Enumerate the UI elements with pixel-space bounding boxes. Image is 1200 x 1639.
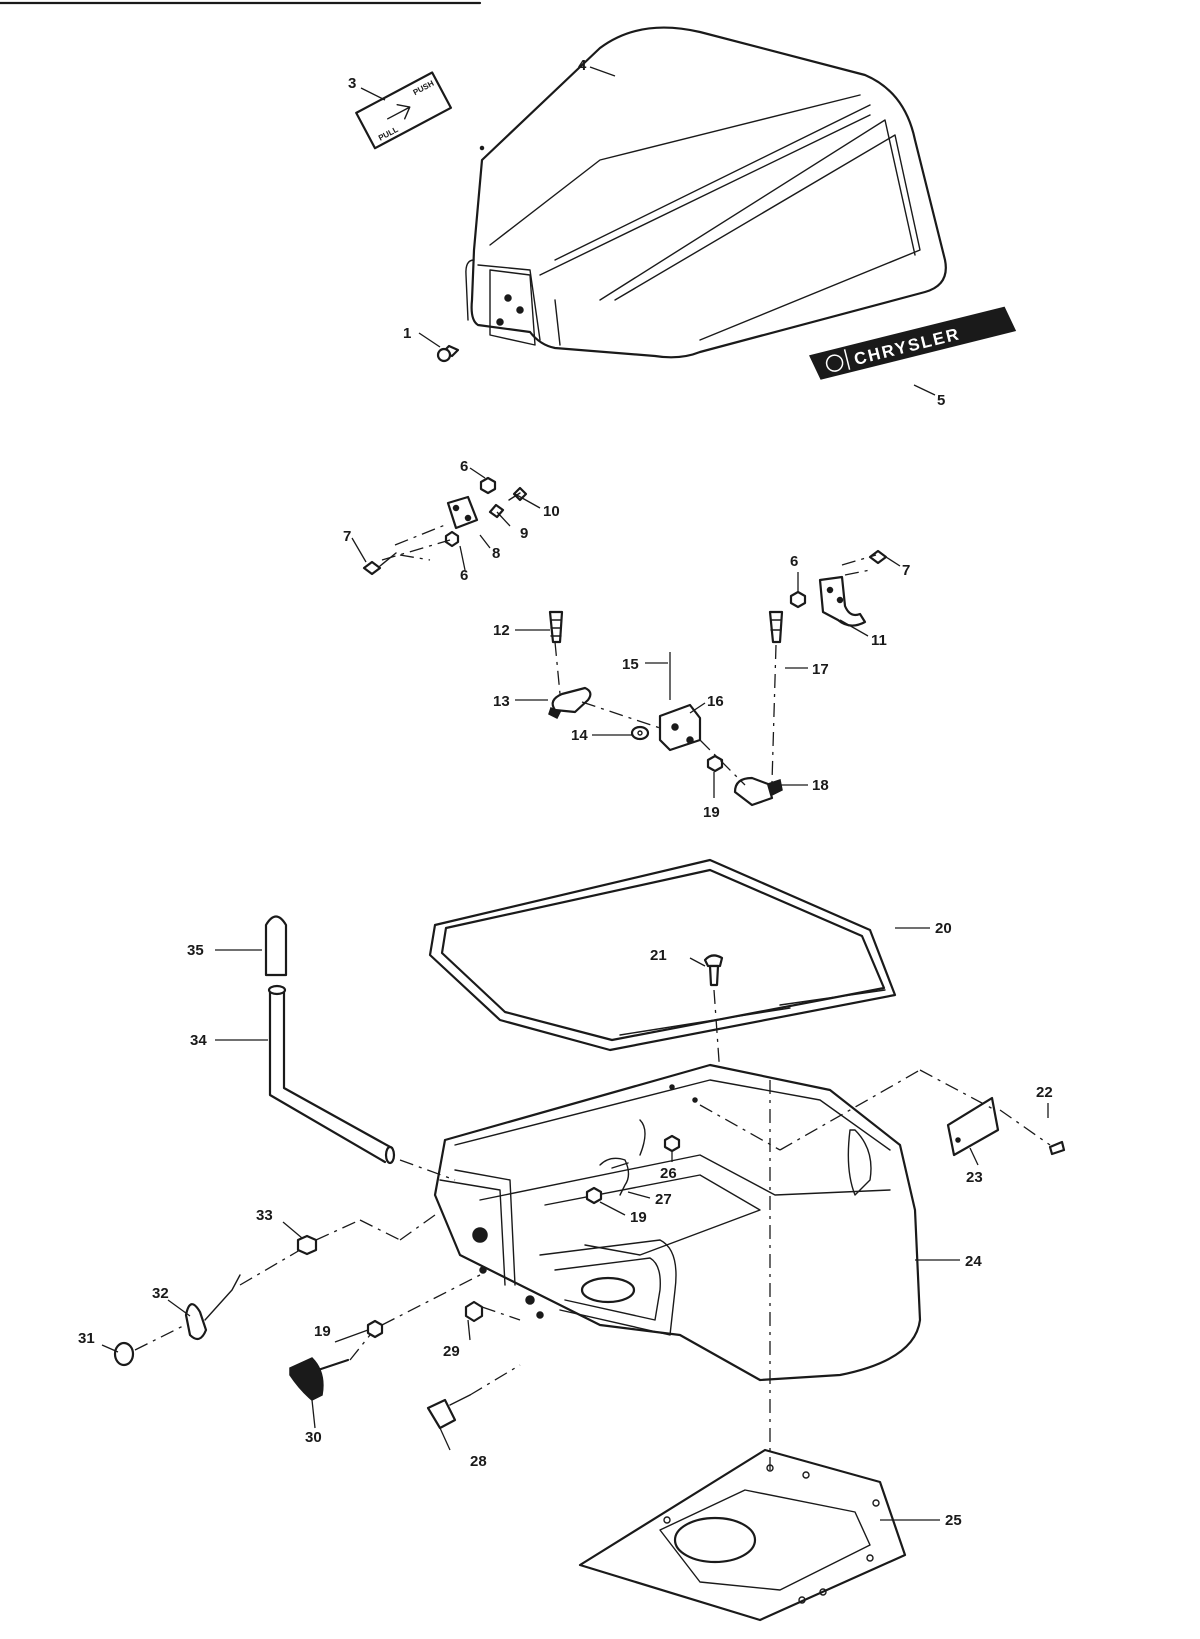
callout-10: 10	[543, 503, 560, 520]
callout-13: 13	[493, 693, 510, 710]
callout-12: 12	[493, 622, 510, 639]
knob-assembly	[113, 1214, 436, 1367]
callout-19-pan: 19	[630, 1209, 647, 1226]
hinge-assembly-right	[789, 549, 888, 627]
callout-23: 23	[966, 1169, 983, 1186]
callout-28: 28	[470, 1453, 487, 1470]
callout-6-upper: 6	[460, 458, 468, 475]
callout-6-lower: 6	[460, 567, 468, 584]
gasket	[578, 1080, 907, 1622]
callout-25: 25	[945, 1512, 962, 1529]
cowl-seal	[428, 858, 897, 1052]
callout-18: 18	[812, 777, 829, 794]
top-cowl	[465, 26, 947, 359]
callout-22: 22	[1036, 1084, 1053, 1101]
callout-17: 17	[812, 661, 829, 678]
lower-pan	[433, 1063, 922, 1382]
callout-4: 4	[578, 57, 587, 74]
callout-5: 5	[937, 392, 945, 409]
t-handle	[289, 1274, 481, 1401]
callout-6-right: 6	[790, 553, 798, 570]
hinge-assembly-left	[362, 476, 528, 576]
callout-14: 14	[571, 727, 588, 744]
callout-19-latch: 19	[703, 804, 720, 821]
callout-32: 32	[152, 1285, 169, 1302]
screw-21	[703, 954, 724, 1076]
tube-assembly	[264, 915, 456, 1181]
callout-9: 9	[520, 525, 528, 542]
callout-1: 1	[403, 325, 411, 342]
push-pull-decal: PUSH PULL	[355, 71, 453, 150]
leader-lines	[101, 467, 1049, 1521]
callout-8: 8	[492, 545, 500, 562]
chrysler-badge: CHRYSLER	[809, 306, 1017, 380]
callout-27: 27	[655, 1191, 672, 1208]
cowl-latch-button	[418, 332, 460, 363]
internal-parts	[585, 1157, 630, 1205]
callout-33: 33	[256, 1207, 273, 1224]
callout-30: 30	[305, 1429, 322, 1446]
callout-20: 20	[935, 920, 952, 937]
callout-24: 24	[965, 1253, 982, 1270]
callout-34: 34	[190, 1032, 207, 1049]
cover-plate-23	[699, 1069, 1066, 1157]
callout-35: 35	[187, 942, 204, 959]
latch-assembly	[548, 610, 784, 807]
callout-26: 26	[660, 1165, 677, 1182]
callout-3: 3	[348, 75, 356, 92]
callout-29: 29	[443, 1343, 460, 1360]
callout-31: 31	[78, 1330, 95, 1347]
callout-16: 16	[707, 693, 724, 710]
callout-19-handle: 19	[314, 1323, 331, 1340]
callout-21: 21	[650, 947, 667, 964]
fitting-assembly	[426, 1300, 521, 1430]
callout-15: 15	[622, 656, 639, 673]
callout-7-right: 7	[902, 562, 910, 579]
callout-11: 11	[871, 632, 887, 649]
callout-labels: 1 3 4 5 6 6 6 7 7 8 9 10 11 12 13 14 15 …	[78, 57, 1053, 1529]
callout-7-left: 7	[343, 528, 351, 545]
